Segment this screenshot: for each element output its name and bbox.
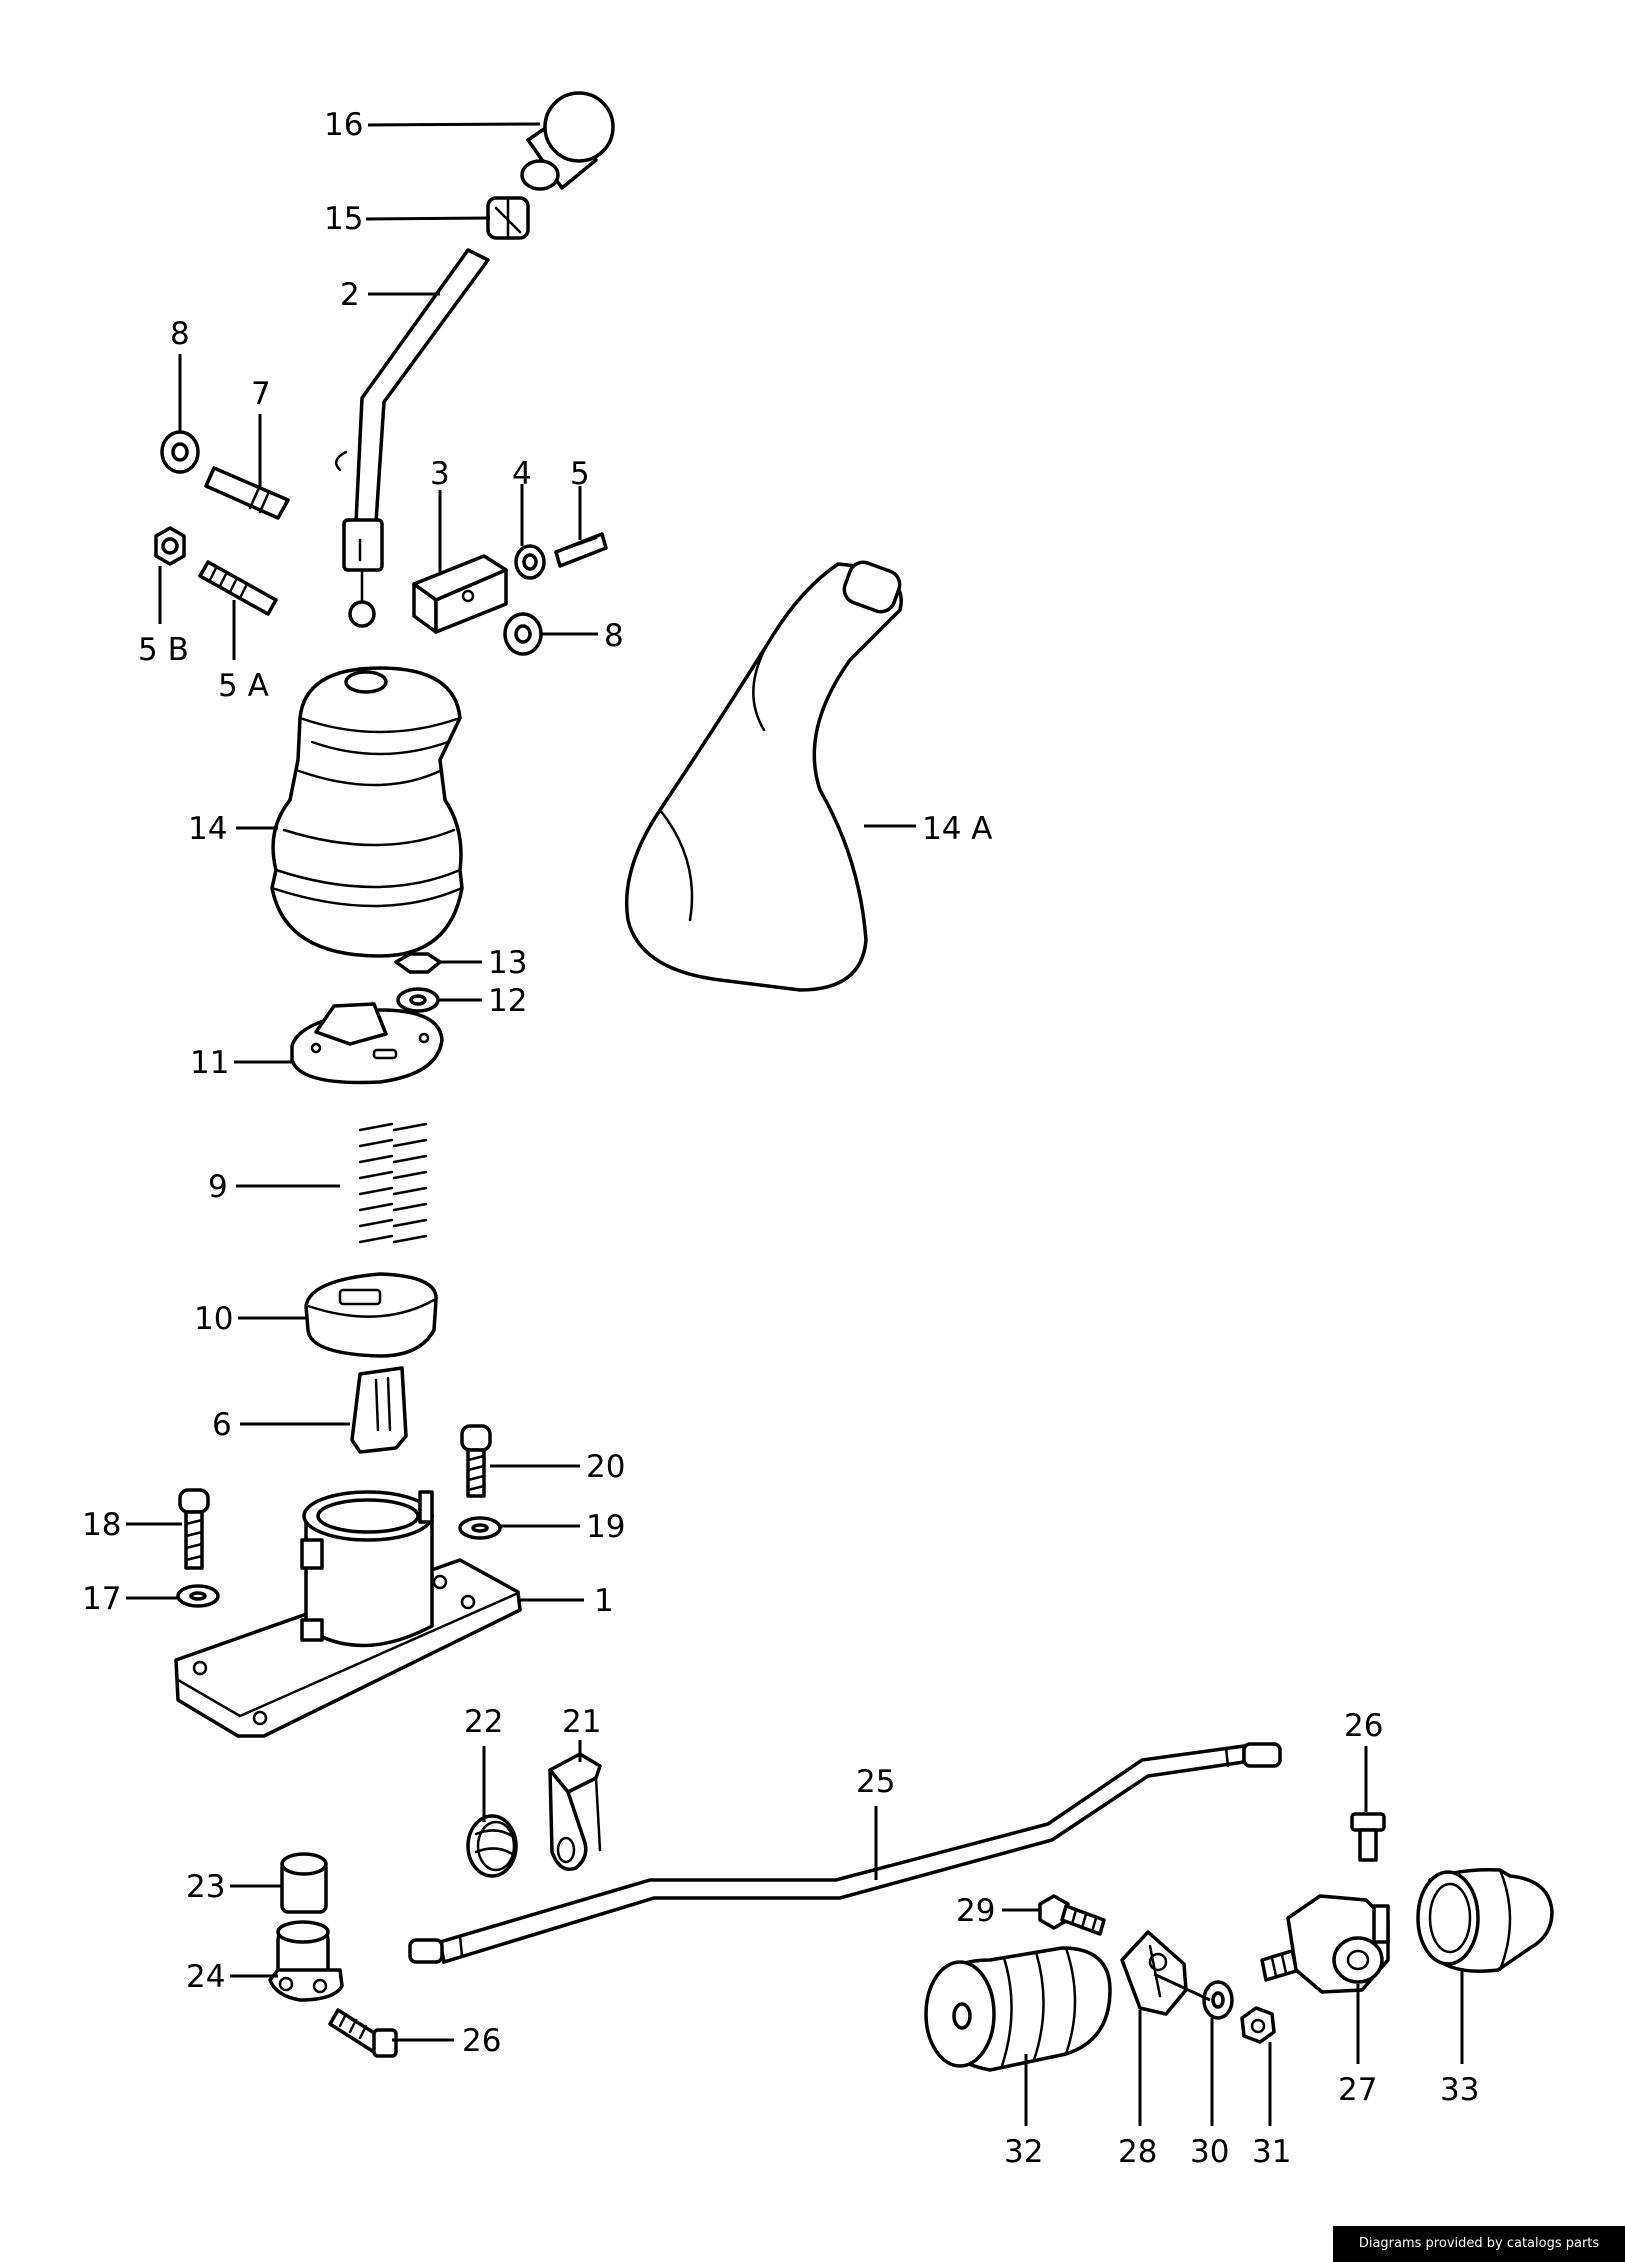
part-20-screw xyxy=(460,1424,492,1498)
part-13-nut xyxy=(394,952,442,974)
callout-23: 23 xyxy=(186,1869,225,1905)
part-3-block xyxy=(412,554,508,634)
part-5b-nut xyxy=(154,526,186,566)
part-5a-stud xyxy=(198,560,278,616)
callout-24: 24 xyxy=(186,1959,225,1995)
part-30-washer xyxy=(1202,1980,1234,2020)
part-8-nut-lower xyxy=(503,612,543,656)
callout-18: 18 xyxy=(82,1507,121,1543)
callout-33: 33 xyxy=(1440,2072,1479,2108)
callout-6: 6 xyxy=(212,1407,232,1443)
callout-31: 31 xyxy=(1252,2134,1291,2170)
callout-27: 27 xyxy=(1338,2072,1377,2108)
callout-8-upper: 8 xyxy=(170,316,190,352)
part-26-screw-upper xyxy=(1350,1812,1386,1862)
callout-15: 15 xyxy=(324,201,363,237)
part-5-pin xyxy=(554,532,608,568)
part-6-fork xyxy=(350,1366,408,1454)
part-21-bracket xyxy=(548,1752,602,1871)
callout-12: 12 xyxy=(488,983,527,1019)
part-19-lock-washer xyxy=(458,1516,502,1540)
callout-14a: 14 A xyxy=(922,811,993,847)
part-29-bolt xyxy=(1038,1894,1106,1936)
callout-5: 5 xyxy=(570,456,590,492)
part-11-guide-plate xyxy=(290,1002,444,1085)
callout-25: 25 xyxy=(856,1764,895,1800)
part-28-lever xyxy=(1120,1930,1188,2016)
callout-7: 7 xyxy=(251,376,271,412)
part-15-knob-insert xyxy=(486,196,530,240)
callout-5a: 5 A xyxy=(218,668,269,704)
callout-30: 30 xyxy=(1190,2134,1229,2170)
part-2-shift-lever xyxy=(334,248,490,628)
part-1-housing xyxy=(174,1490,522,1738)
callout-10: 10 xyxy=(194,1301,233,1337)
callout-28: 28 xyxy=(1118,2134,1157,2170)
part-25-shift-rod xyxy=(408,1742,1282,1965)
part-23-bushing xyxy=(280,1852,328,1914)
callout-16: 16 xyxy=(324,107,363,143)
part-27-universal-joint xyxy=(1260,1894,1390,1994)
callout-32: 32 xyxy=(1004,2134,1043,2170)
callout-11: 11 xyxy=(190,1045,229,1081)
part-12-washer xyxy=(396,987,440,1013)
part-4-washer xyxy=(514,544,546,580)
part-24-joint xyxy=(268,1920,344,2002)
part-16-shift-knob xyxy=(520,91,615,191)
callout-3: 3 xyxy=(430,456,450,492)
callout-labels: 16 15 2 8 7 3 4 5 8 5 B 5 A 14 14 A 13 1… xyxy=(82,107,1479,2170)
callout-5b: 5 B xyxy=(138,632,189,668)
callout-26-lower: 26 xyxy=(462,2023,501,2059)
callout-4: 4 xyxy=(512,456,532,492)
part-14-rubber-boot xyxy=(270,666,464,958)
callout-26-upper: 26 xyxy=(1344,1708,1383,1744)
diagram-credit-footer: Diagrams provided by catalogs parts xyxy=(1333,2226,1625,2262)
callout-9: 9 xyxy=(208,1169,228,1205)
part-10-guide xyxy=(304,1272,438,1358)
callout-20: 20 xyxy=(586,1449,625,1485)
part-17-lock-washer xyxy=(176,1584,220,1608)
callout-1: 1 xyxy=(594,1583,614,1619)
callout-19: 19 xyxy=(586,1509,625,1545)
callout-21: 21 xyxy=(562,1704,601,1740)
callout-29: 29 xyxy=(956,1893,995,1929)
callout-22: 22 xyxy=(464,1704,503,1740)
callout-13: 13 xyxy=(488,945,527,981)
part-8-nut-upper xyxy=(160,430,200,474)
part-22-bushing xyxy=(466,1814,518,1878)
part-32-rod-boot xyxy=(924,1946,1112,2072)
callout-17: 17 xyxy=(82,1581,121,1617)
callout-2: 2 xyxy=(340,277,360,313)
part-7-pin xyxy=(204,466,290,520)
leader-lines xyxy=(126,122,1464,2126)
part-9-springs xyxy=(358,1122,428,1244)
part-33-bushing xyxy=(1416,1867,1554,1973)
callout-14: 14 xyxy=(188,811,227,847)
part-18-screw xyxy=(178,1488,210,1570)
part-26-screw-lower xyxy=(328,2008,398,2058)
callout-8-lower: 8 xyxy=(604,618,624,654)
part-31-nut xyxy=(1240,2006,1276,2044)
part-14a-leather-boot xyxy=(624,560,903,992)
